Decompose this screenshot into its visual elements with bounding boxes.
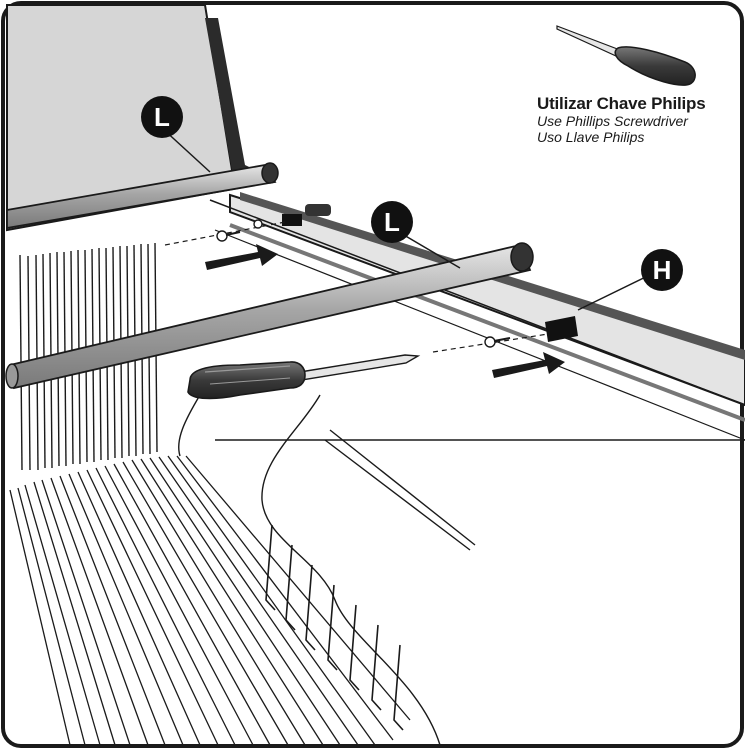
arrow-upper <box>205 244 278 270</box>
bed-front-ribs <box>19 242 158 471</box>
callout-l-upper: L <box>141 96 183 138</box>
tie-down-hooks <box>265 524 404 731</box>
callout-l-lower-label: L <box>384 207 400 237</box>
callout-h: H <box>641 249 683 291</box>
screwdriver-main <box>187 354 421 400</box>
rail-lower <box>5 242 534 390</box>
bed-contours <box>178 394 745 746</box>
cab-pillar <box>205 18 268 185</box>
clip-h <box>545 316 578 342</box>
callout-h-label: H <box>653 255 672 285</box>
screw-path-upper <box>164 219 286 246</box>
tool-instruction: Utilizar Chave Philips Use Phillips Scre… <box>537 94 737 145</box>
instruction-portuguese: Utilizar Chave Philips <box>537 94 706 113</box>
phillips-screwdriver-icon <box>556 25 696 86</box>
instruction-spanish: Uso Llave Philips <box>537 129 645 145</box>
bed-floor-ribs <box>9 455 411 746</box>
screw-path-lower <box>432 333 549 353</box>
instruction-english: Use Phillips Screwdriver <box>537 113 688 129</box>
clip-bracket-upper <box>282 204 331 226</box>
callout-l-lower: L <box>371 201 413 243</box>
rail-upper <box>6 162 279 230</box>
arrow-lower <box>492 352 565 378</box>
callout-l-upper-label: L <box>154 102 170 132</box>
